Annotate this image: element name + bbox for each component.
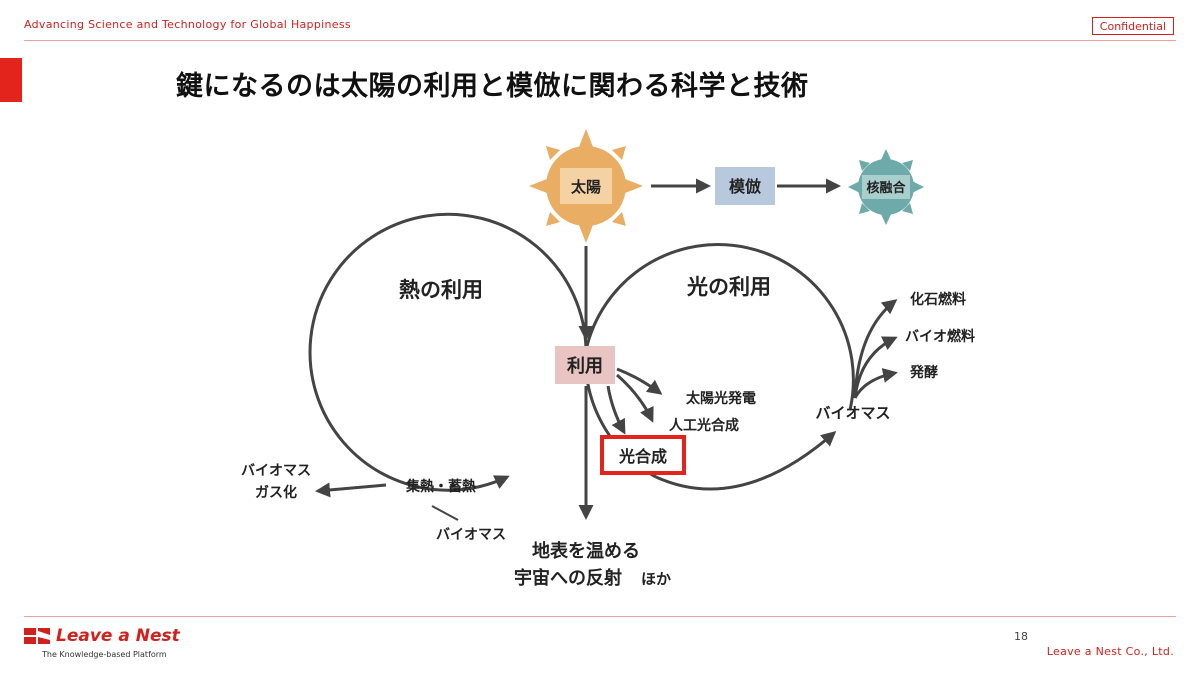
earth-label-1: 地表を温める — [532, 540, 640, 562]
leave-a-nest-logo-icon — [24, 628, 50, 644]
fermentation-label: 発酵 — [909, 364, 938, 381]
page-number: 18 — [1014, 630, 1028, 643]
arrow-to-fossil-fuel — [853, 299, 898, 399]
biomass-gas-label-1: バイオマス — [241, 463, 311, 479]
bio-fuel-label: バイオ燃料 — [905, 328, 975, 345]
company-name: Leave a Nest Co., Ltd. — [1046, 645, 1174, 658]
biomass-right-label: バイオマス — [815, 404, 890, 422]
heat-cycle-arc — [308, 212, 588, 492]
logo-text: Leave a Nest — [56, 626, 180, 646]
arrow-to-bio-fuel — [853, 336, 898, 399]
biomass-bottom-label: バイオマス — [436, 527, 506, 543]
confidential-badge: Confidential — [1091, 17, 1174, 35]
light-cycle-arc — [584, 243, 855, 411]
earth-etc-label: ほか — [641, 570, 671, 588]
photosynthesis-highlight-box — [600, 435, 686, 475]
photosynthesis-label: 光合成 — [618, 447, 667, 466]
footer-divider — [24, 616, 1176, 617]
fossil-fuel-label: 化石燃料 — [910, 291, 966, 308]
solar-power-label: 太陽光発電 — [686, 390, 756, 407]
heat-collect-label: 集熱・蓄熱 — [405, 478, 476, 495]
fusion-star-icon — [848, 149, 924, 225]
use-box — [555, 346, 615, 384]
arrow-to-biomass-gas — [315, 482, 387, 498]
sun-label: 太陽 — [571, 178, 601, 196]
heat-use-label: 熱の利用 — [399, 278, 483, 302]
title-accent-bar — [0, 58, 22, 102]
arrow-to-fermentation — [853, 368, 898, 399]
arrow-to-biomass — [655, 431, 837, 491]
biomass-connector — [431, 505, 459, 521]
biomass-gas-label-2: ガス化 — [255, 484, 297, 501]
header-divider — [24, 40, 1176, 41]
fusion-label: 核融合 — [866, 180, 906, 196]
slide-title: 鍵になるのは太陽の利用と模倣に関わる科学と技術 — [176, 71, 809, 102]
arrow-to-artificial-photo — [616, 373, 654, 423]
earth-label-2: 宇宙への反射 — [514, 567, 622, 589]
logo-subtitle: The Knowledge-based Platform — [42, 650, 167, 659]
use-label: 利用 — [567, 355, 603, 377]
light-use-label: 光の利用 — [686, 275, 771, 299]
arrow-to-photosynthesis — [606, 385, 626, 435]
header-tagline: Advancing Science and Technology for Glo… — [24, 18, 351, 31]
imitation-box — [715, 167, 775, 205]
artificial-photo-label: 人工光合成 — [669, 417, 739, 434]
sun-icon — [529, 129, 643, 243]
imitation-label: 模倣 — [729, 177, 761, 196]
arrow-to-solar-power — [616, 367, 663, 395]
